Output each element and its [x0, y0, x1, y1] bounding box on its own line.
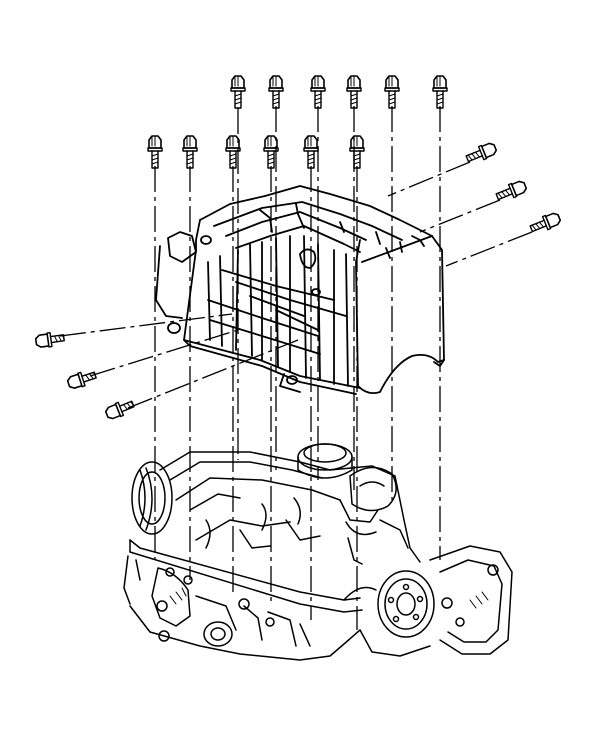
bolt — [346, 75, 362, 109]
engine-cover — [155, 185, 445, 395]
bolt — [303, 135, 319, 169]
bolt — [182, 135, 198, 169]
bolt — [34, 330, 66, 350]
bolt — [147, 135, 163, 169]
bolt-group-left — [34, 330, 137, 422]
front-pulley — [131, 461, 173, 535]
camshaft-sprocket — [377, 570, 435, 638]
alignment-lines — [59, 106, 533, 630]
bolt-group-top-front — [147, 135, 365, 169]
bolt — [268, 75, 284, 109]
bolt-group-right — [463, 140, 563, 237]
bolt — [493, 178, 529, 205]
bolt — [527, 210, 563, 237]
bolt — [310, 75, 326, 109]
bolt — [463, 140, 499, 167]
bolt — [432, 75, 448, 109]
bolt — [230, 75, 246, 109]
bolt-group-top-back — [230, 75, 448, 109]
oil-filler-cap — [297, 443, 353, 479]
bolt — [384, 75, 400, 109]
engine-block — [123, 443, 513, 661]
bolt — [65, 367, 99, 392]
bolt — [349, 135, 365, 169]
bolt — [103, 396, 137, 422]
